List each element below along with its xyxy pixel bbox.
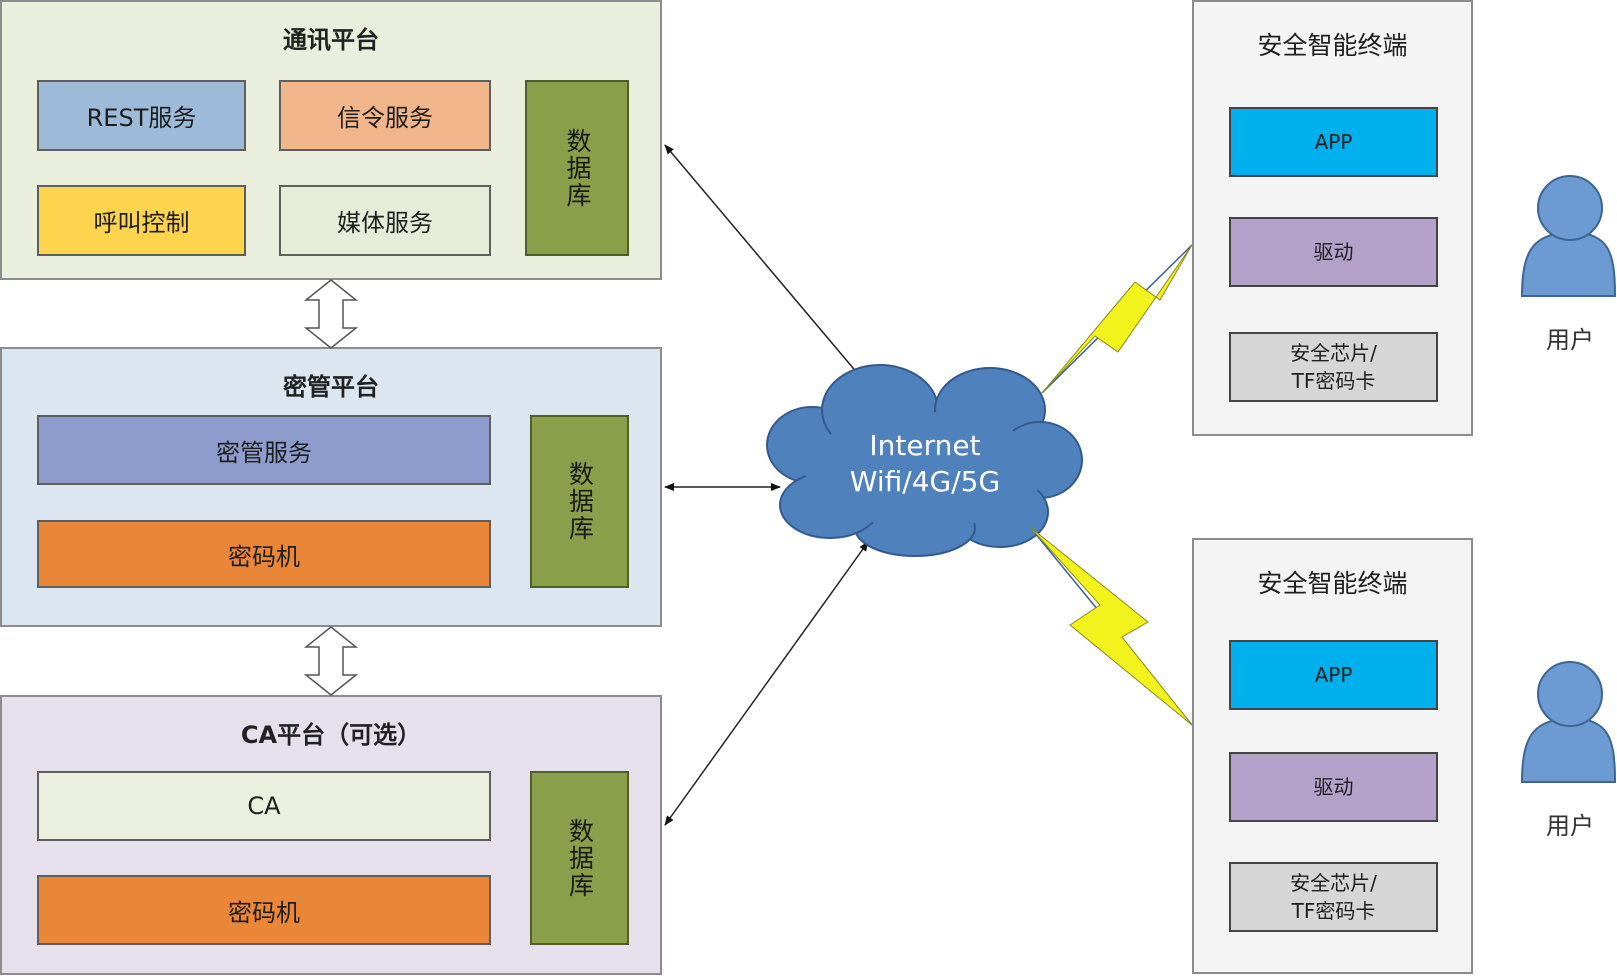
secure-terminal-panel-1: 安全智能终端 APP 驱动 安全芯片/ TF密码卡 <box>1192 0 1473 436</box>
lightning-icon <box>1029 526 1193 726</box>
ca-database-label: 数据库 <box>565 817 595 899</box>
driver-box: 驱动 <box>1229 217 1438 287</box>
network-label: Internet Wifi/4G/5G <box>805 428 1045 500</box>
comm-platform-panel: 通讯平台 REST服务 信令服务 呼叫控制 媒体服务 数据库 <box>0 0 662 280</box>
user-label: 用户 <box>1546 326 1594 354</box>
comm-database-box: 数据库 <box>525 80 629 256</box>
ca-hsm-box: 密码机 <box>37 875 491 945</box>
ca-platform-panel: CA平台（可选） CA 密码机 数据库 <box>0 695 662 975</box>
key-service-box: 密管服务 <box>37 415 491 485</box>
comm-platform-title: 通讯平台 <box>283 26 379 54</box>
ca-network-arrow <box>664 541 869 826</box>
signaling-service-box: 信令服务 <box>279 80 491 151</box>
ca-database-box: 数据库 <box>530 771 629 945</box>
media-service-box: 媒体服务 <box>279 185 491 256</box>
security-chip-box: 安全芯片/ TF密码卡 <box>1229 862 1438 932</box>
key-database-label: 数据库 <box>565 461 595 542</box>
network-label-line1: Internet <box>869 429 981 462</box>
rest-service-box: REST服务 <box>37 80 246 151</box>
driver-box: 驱动 <box>1229 752 1438 822</box>
key-platform-title: 密管平台 <box>283 373 379 401</box>
key-hsm-box: 密码机 <box>37 520 491 588</box>
app-box: APP <box>1229 640 1438 710</box>
security-chip-line1: 安全芯片/ <box>1290 341 1377 365</box>
ca-box: CA <box>37 771 491 841</box>
app-box: APP <box>1229 107 1438 177</box>
key-platform-panel: 密管平台 密管服务 密码机 数据库 <box>0 347 662 627</box>
lightning-icon <box>1041 244 1193 394</box>
user-icon <box>1520 661 1617 783</box>
comm-database-label: 数据库 <box>563 127 592 209</box>
comm-network-arrow <box>664 144 881 401</box>
secure-terminal-panel-2: 安全智能终端 APP 驱动 安全芯片/ TF密码卡 <box>1192 538 1473 974</box>
double-arrow-icon <box>303 279 359 349</box>
call-control-box: 呼叫控制 <box>37 185 246 256</box>
ca-platform-title: CA平台（可选） <box>240 721 422 749</box>
security-chip-line1: 安全芯片/ <box>1290 871 1377 895</box>
user-label: 用户 <box>1546 812 1594 840</box>
double-arrow-icon <box>303 626 359 696</box>
user-icon <box>1520 175 1617 297</box>
security-chip-line2: TF密码卡 <box>1291 369 1376 393</box>
terminal-title: 安全智能终端 <box>1257 569 1408 598</box>
terminal-title: 安全智能终端 <box>1257 31 1408 60</box>
key-database-box: 数据库 <box>530 415 629 588</box>
security-chip-line2: TF密码卡 <box>1291 899 1376 923</box>
security-chip-box: 安全芯片/ TF密码卡 <box>1229 332 1438 402</box>
network-label-line2: Wifi/4G/5G <box>849 465 1001 498</box>
